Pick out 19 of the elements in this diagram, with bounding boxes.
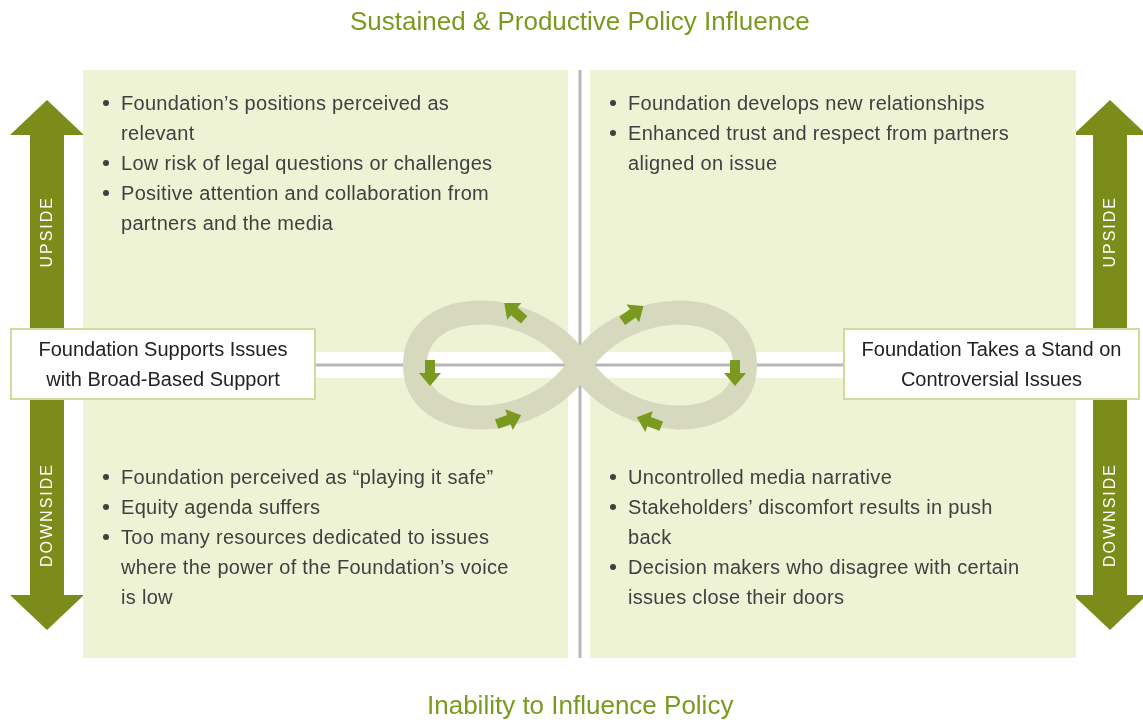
axis-label: UPSIDE [38,196,56,268]
scenario-box: Foundation Supports Issues with Broad-Based Support [10,328,316,400]
axis-label: DOWNSIDE [1101,463,1119,567]
bullet-text: Equity agenda suffers [121,495,321,520]
bullet-text: Decision makers who disagree with certain issues close their doors [628,555,1021,610]
axis-title: Sustained & Productive Policy Influence [350,6,810,37]
bullet-text: Positive attention and collaboration from partners and the media [121,181,491,236]
bullet-text: Low risk of legal questions or challenges [121,151,493,176]
bullet-text: Foundation develops new relationships [628,91,985,116]
bullet-text: Foundation perceived as “playing it safe” [121,465,494,490]
axis-label: DOWNSIDE [38,463,56,567]
scenario-box: Foundation Takes a Stand on Controversial Issues [843,328,1140,400]
bullet-text: Stakeholders’ discomfort results in push back [628,495,994,550]
bullet-text: Too many resources dedicated to issues where the power of the Foundation’s voice is low [121,525,510,610]
bullet-text: Foundation’s positions perceived as relevant [121,91,451,146]
axis-label: UPSIDE [1101,196,1119,268]
axis-title: Inability to Influence Policy [427,690,734,721]
bullet-text: Uncontrolled media narrative [628,465,893,490]
bullet-text: Enhanced trust and respect from partners aligned on issue [628,121,1011,176]
